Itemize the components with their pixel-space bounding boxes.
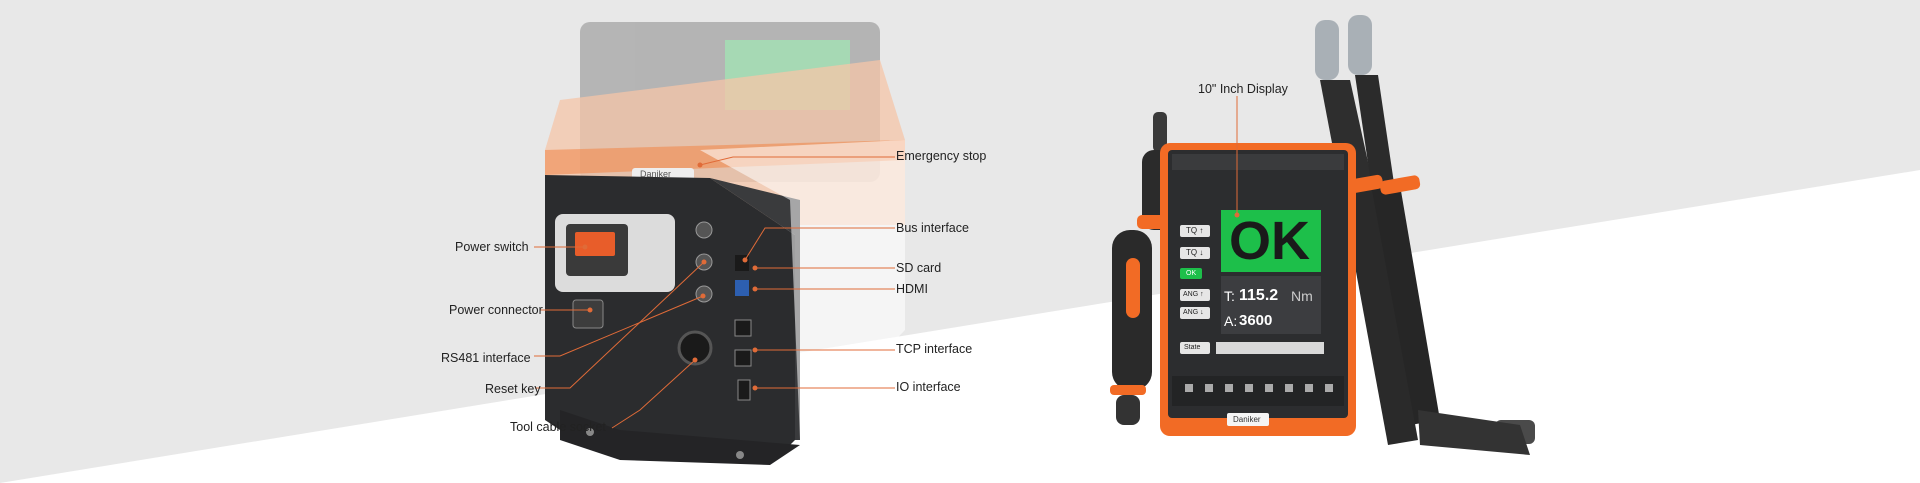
screen-torque-prefix: T: [1224,288,1235,304]
label-reset-key: Reset key [485,382,541,396]
label-bus-interface: Bus interface [896,221,969,235]
label-io-interface: IO interface [896,380,961,394]
screen-button-ang-down: ANG ↓ [1183,309,1204,316]
label-power-switch: Power switch [455,240,529,254]
screen-torque-value: 115.2 [1239,287,1279,304]
label-power-connector: Power connector [449,303,543,317]
label-emergency-stop: Emergency stop [896,149,987,163]
display-brand: Daniker [1233,415,1261,424]
screen-button-ang-up: ANG ↑ [1183,291,1204,298]
controller-brand: Daniker [640,169,672,179]
screen-status-ok: OK [1229,211,1310,271]
label-sd-card: SD card [896,261,942,275]
screen-angle-prefix: A: [1224,313,1238,329]
screen-angle-value: 3600 [1239,312,1273,329]
label-rs481-interface: RS481 interface [441,351,531,365]
label-hdmi: HDMI [896,282,928,296]
label-tcp-interface: TCP interface [896,342,973,356]
screen-button-tq-up: TQ ↑ [1186,226,1204,235]
screen-button-tq-down: TQ ↓ [1186,248,1204,257]
label-tool-cable-socket: Tool cable socket [510,420,606,434]
screen-torque-unit: Nm [1291,288,1313,304]
label-display: 10" Inch Display [1198,82,1288,96]
screen-state-button: State [1184,344,1201,351]
screwdriver-large [1315,15,1535,455]
screen-button-ok: OK [1186,270,1197,277]
